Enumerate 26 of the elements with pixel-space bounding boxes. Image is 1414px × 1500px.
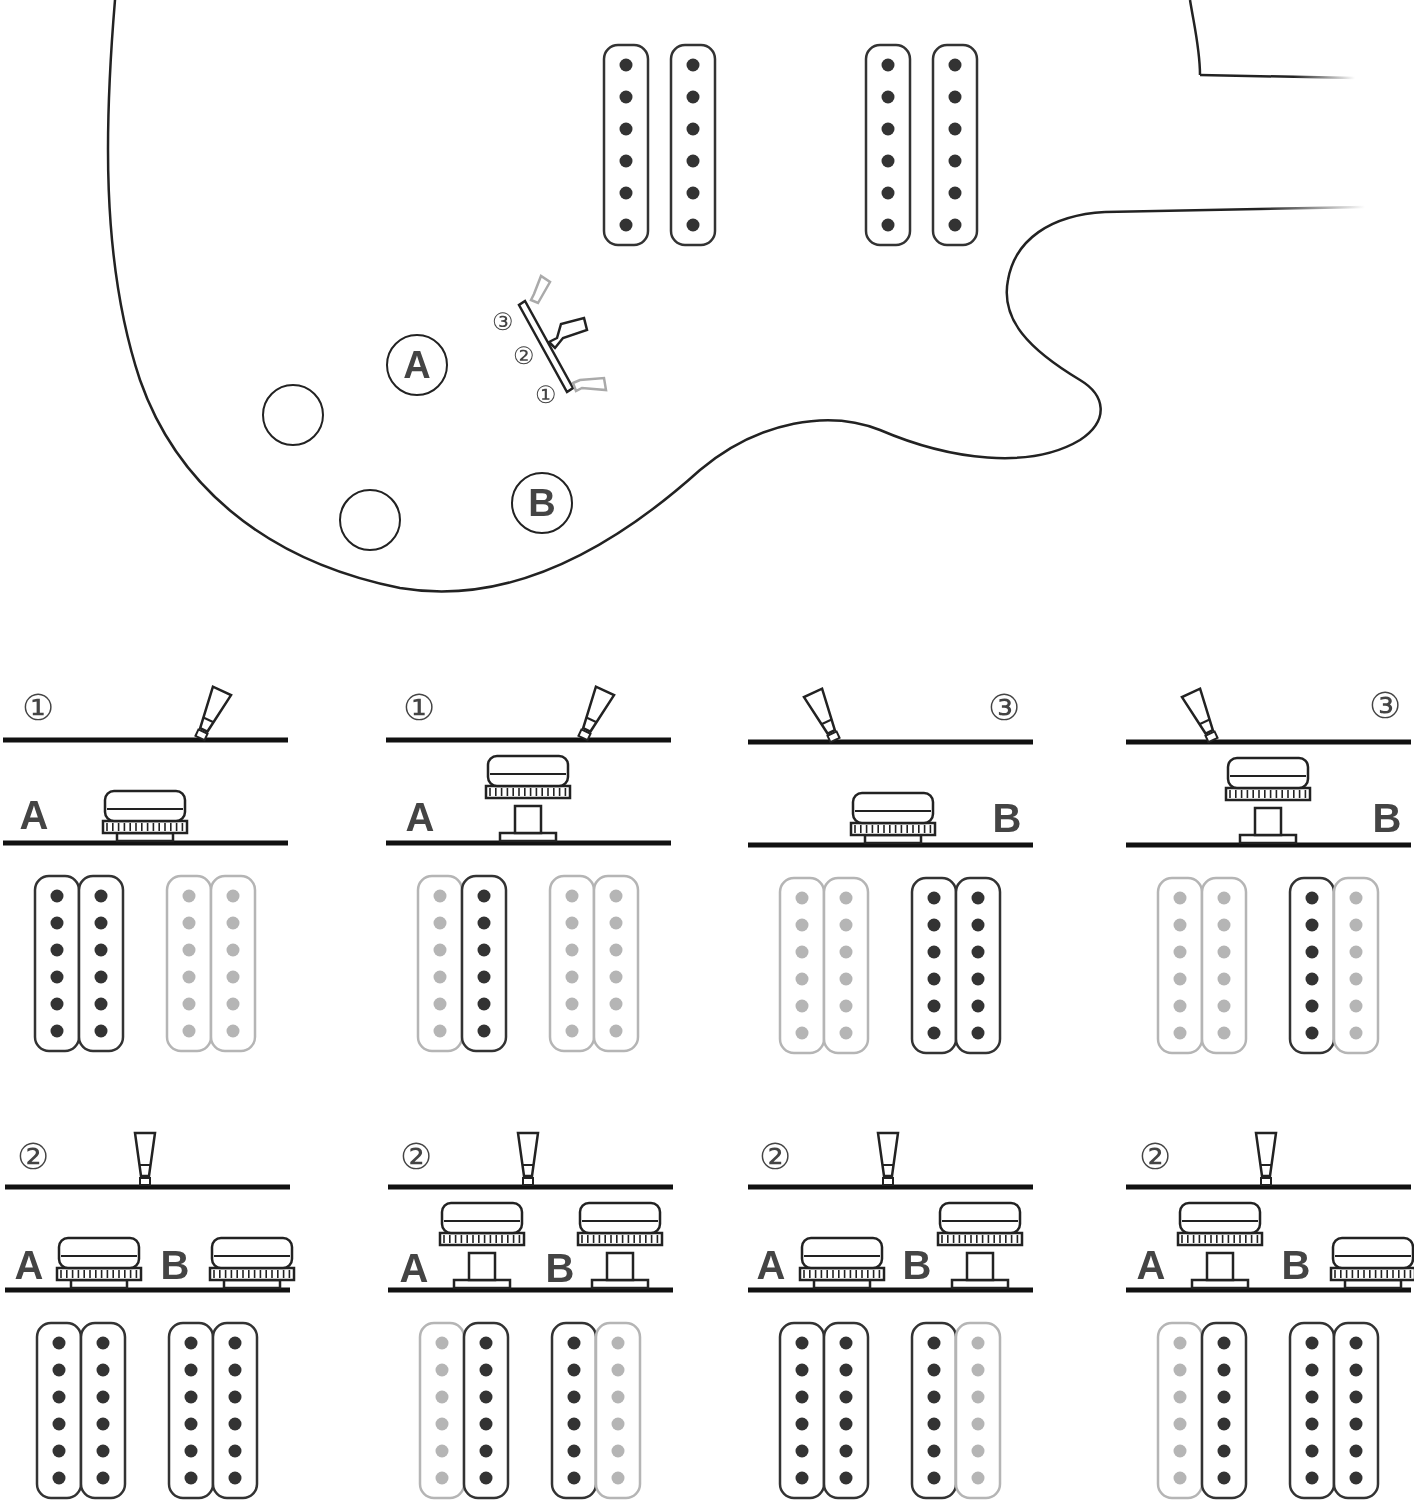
knob-letter: A: [19, 795, 49, 835]
knob-circle: [339, 489, 401, 551]
position-number: ①: [535, 383, 557, 407]
knob-letter: B: [992, 798, 1022, 838]
position-number: ②: [17, 1139, 49, 1175]
position-number: ③: [1369, 688, 1401, 724]
position-number: ③: [492, 310, 514, 334]
position-number: ②: [759, 1139, 791, 1175]
knob-letter: B: [1372, 798, 1402, 838]
control-knob: A: [386, 334, 448, 396]
position-number: ②: [513, 344, 535, 368]
knob-letter: A: [1136, 1245, 1166, 1285]
position-number: ①: [22, 690, 54, 726]
knob-letter: A: [399, 1248, 429, 1288]
knob-letter: A: [14, 1245, 44, 1285]
control-knob: B: [511, 472, 573, 534]
knob-letter: B: [545, 1248, 575, 1288]
knob-letter: A: [405, 797, 435, 837]
position-number: ②: [400, 1139, 432, 1175]
knob-letter: B: [1281, 1245, 1311, 1285]
position-number: ①: [403, 690, 435, 726]
position-number: ②: [1139, 1139, 1171, 1175]
knob-letter: B: [160, 1245, 190, 1285]
knob-letter: B: [902, 1245, 932, 1285]
position-number: ③: [988, 690, 1020, 726]
knob-letter: A: [756, 1245, 786, 1285]
